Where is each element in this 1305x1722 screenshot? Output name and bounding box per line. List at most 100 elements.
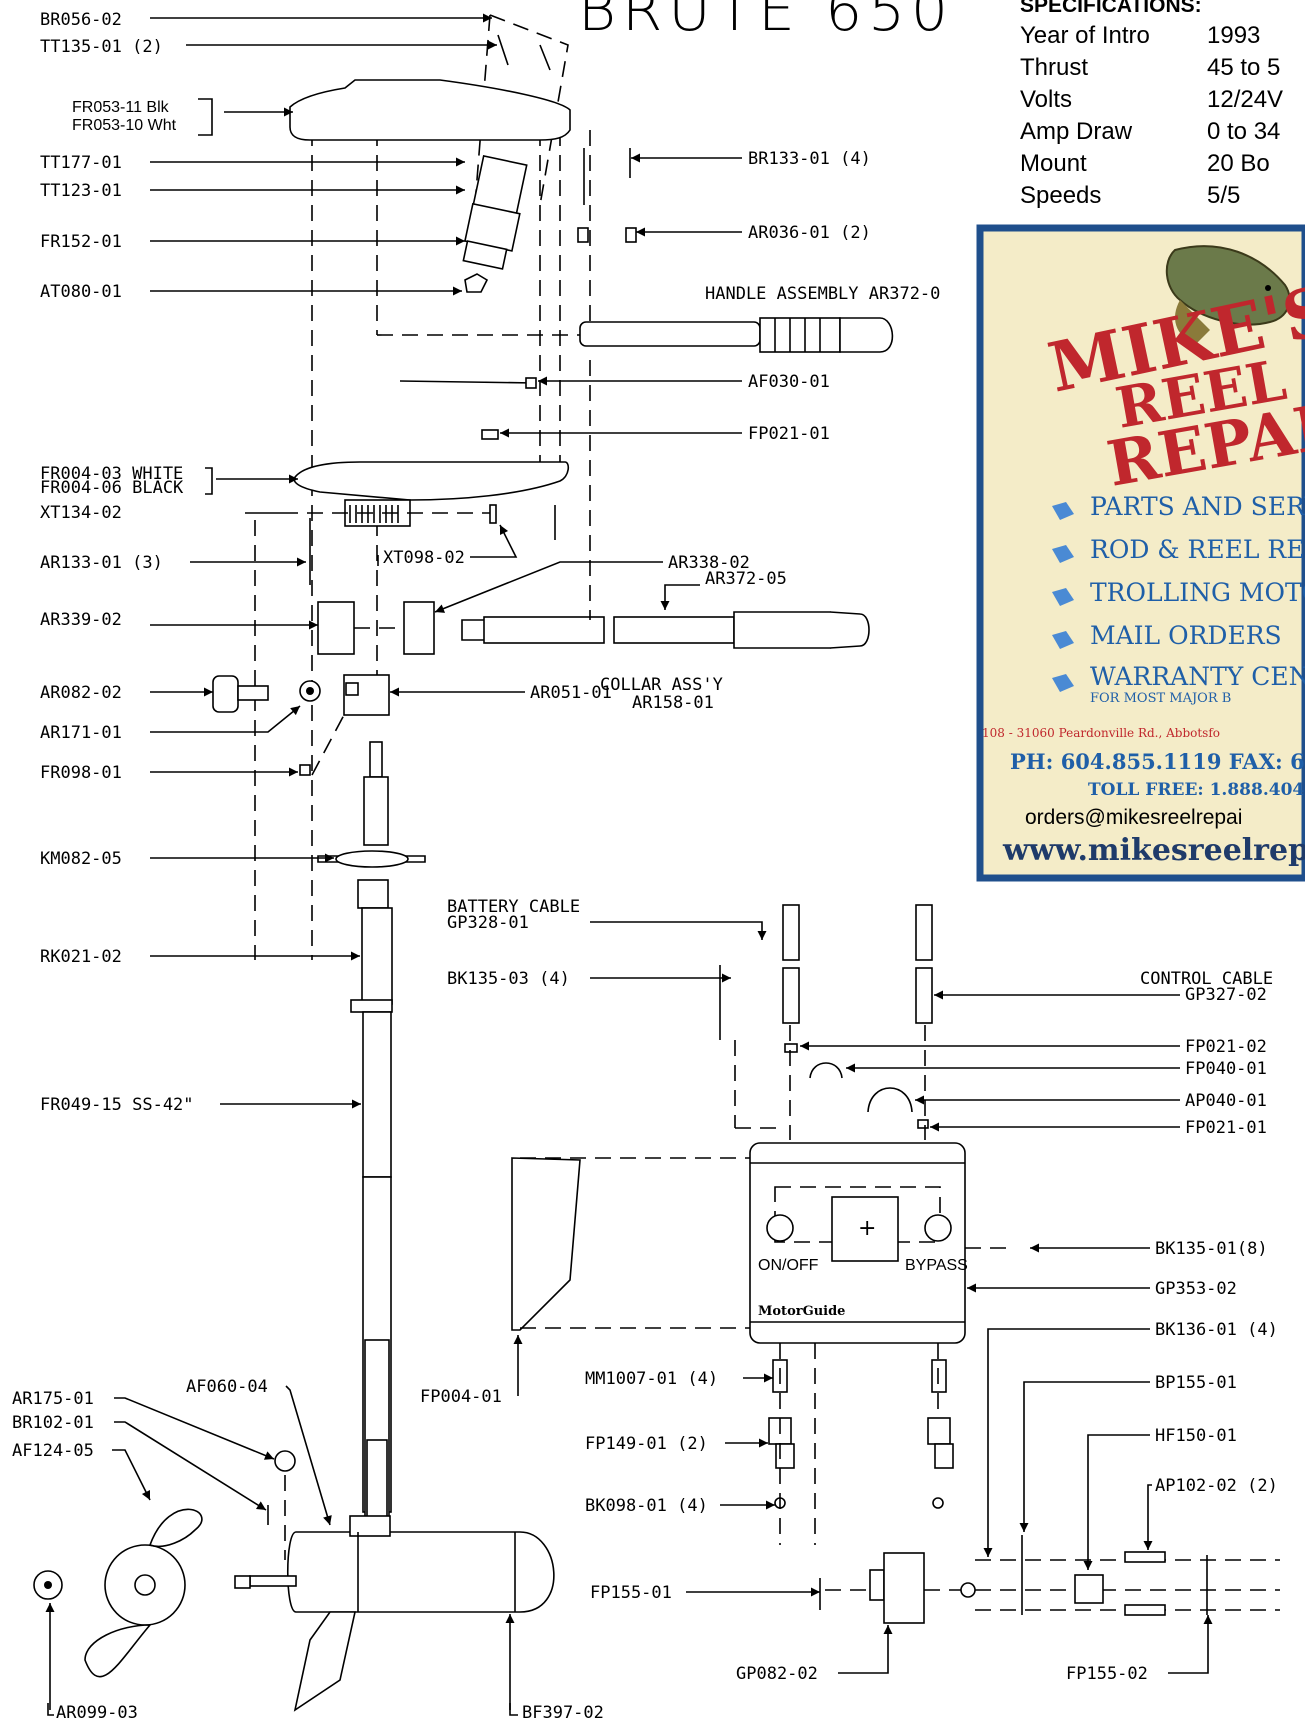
diagram-title: BRUTE 650 [578,0,954,44]
ad-service: MAIL ORDERS [1090,621,1282,650]
part-label: FR053-11 Blk [72,99,170,116]
part-label: BR056-02 [40,10,122,30]
shaft-part [317,741,426,1521]
part-label: BATTERY CABLE [447,897,580,917]
part-label: BK135-03 (4) [447,969,570,989]
cable-tie-part [399,380,536,384]
knob-part [212,675,321,713]
ad-email: orders@mikesreelrepai [1025,806,1242,829]
handle-part [579,317,894,353]
part-label: FP149-01 (2) [585,1434,708,1454]
fish-bullet-icon [1052,674,1074,692]
part-label: AR339-02 [40,610,122,630]
spec-heading: SPECIFICATIONS: [1020,0,1202,17]
switch-assembly-part [462,155,528,293]
part-label: TT123-01 [40,181,122,201]
bypass-label: BYPASS [905,1257,968,1274]
part-label: BK136-01 (4) [1155,1320,1278,1340]
part-labels: BR056-02 TT135-01 (2) FR053-11 Blk FR053… [12,10,1278,1722]
motor-part [234,1515,555,1712]
side-panel-part [511,1157,581,1331]
spec-label: Year of Intro [1020,22,1150,49]
part-label: AR171-01 [40,723,122,743]
part-label: AR158-01 [632,693,714,713]
screw-part [497,34,551,71]
part-label: COLLAR ASS'Y [600,675,723,695]
part-label: BR133-01 (4) [748,149,871,169]
part-label: FR098-01 [40,763,122,783]
part-label: BR102-01 [12,1413,94,1433]
part-label: GP082-02 [736,1664,818,1684]
fish-bullet-icon [1052,631,1074,649]
part-label: AR051-01 [530,683,612,703]
fish-bullet-icon [1052,588,1074,606]
part-label: CONTROL CABLE [1140,969,1273,989]
part-label: KM082-05 [40,849,122,869]
part-label: AR099-03 [56,1703,138,1722]
spec-label: Speeds [1020,182,1101,209]
part-label: BK098-01 (4) [585,1496,708,1516]
part-label: AR133-01 (3) [40,553,163,573]
part-label: FR152-01 [40,232,122,252]
part-label: AP102-02 (2) [1155,1476,1278,1496]
ad-service: PARTS AND SERV [1090,492,1305,521]
fish-logo-icon [1165,245,1291,345]
part-label: GP353-02 [1155,1279,1237,1299]
ad-service: ROD & REEL RE [1090,535,1304,564]
spec-value: 0 to 34 [1207,118,1280,145]
spec-value: 12/24V [1207,86,1283,113]
svg-text:+: + [858,1216,876,1241]
spec-value: 20 Bo [1207,150,1270,177]
part-label: HF150-01 [1155,1426,1237,1446]
part-label: XT098-02 [383,548,465,568]
part-label: FR049-15 SS-42" [40,1095,194,1115]
part-label: AR036-01 (2) [748,223,871,243]
part-label: HANDLE ASSEMBLY AR372-0 [705,284,940,304]
spec-value: 1993 [1207,22,1260,49]
fish-bullet-icon [1052,545,1074,563]
ad-phone: PH: 604.855.1119 FAX: 604 [1010,749,1305,774]
part-label: BP155-01 [1155,1373,1237,1393]
ad-service: TROLLING MOTO [1090,578,1305,607]
part-label: AP040-01 [1185,1091,1267,1111]
control-box-part: + ON/OFF BYPASS MotorGuide [749,1142,968,1344]
ad-service: WARRANTY CENT [1090,662,1305,691]
part-label: RK021-02 [40,947,122,967]
part-label: FP004-01 [420,1387,502,1407]
ad-service-list: PARTS AND SERV ROD & REEL RE TROLLING MO… [1052,492,1305,706]
part-label: GP327-02 [1185,985,1267,1005]
propeller-part [33,1508,203,1678]
ad-address: 108 - 31060 Peardonville Rd., Abbotsfo [982,726,1220,740]
part-label: AR175-01 [12,1389,94,1409]
part-label: AF060-04 [186,1377,268,1397]
part-label: FP040-01 [1185,1059,1267,1079]
ar175-part [274,1450,296,1472]
spec-value: 45 to 5 [1207,54,1280,81]
part-label: TT177-01 [40,153,122,173]
phantom-lines [254,14,591,960]
part-label: FP155-02 [1066,1664,1148,1684]
part-label: AR082-02 [40,683,122,703]
spec-label: Mount [1020,150,1087,177]
mikes-reel-repairs-ad: MIKE'S REEL REPAIRS PARTS AND SERV ROD &… [976,224,1305,882]
spec-label: Volts [1020,86,1072,113]
part-label: MM1007-01 (4) [585,1369,718,1389]
fuse-holder-part [819,1535,1280,1624]
fr098-part [299,764,311,776]
spec-value: 5/5 [1207,182,1240,209]
ap040-part [867,1087,913,1113]
spec-label: Amp Draw [1020,118,1133,145]
part-label: FP021-01 [1185,1118,1267,1138]
part-label: BF397-02 [522,1703,604,1722]
part-label: FP155-01 [590,1583,672,1603]
spec-label: Thrust [1020,54,1088,81]
part-label: FP021-02 [1185,1037,1267,1057]
extension-tube-part [483,616,605,644]
battery-cable-part [782,904,933,1024]
part-label: AR372-05 [705,569,787,589]
part-label: XT134-02 [40,503,122,523]
brand-label: MotorGuide [758,1304,845,1319]
part-label: BK135-01(8) [1155,1239,1268,1259]
fp040-part [809,1062,843,1079]
